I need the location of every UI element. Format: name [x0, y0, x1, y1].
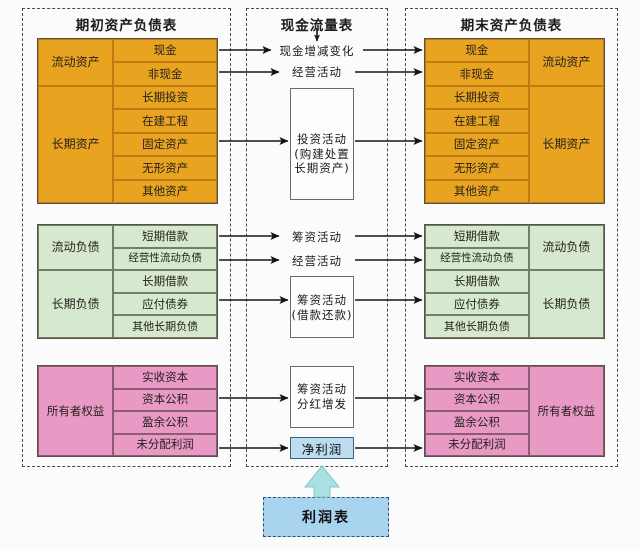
cashflow-financing-label-1: 筹资活动 — [292, 230, 342, 244]
panel-opening-balance-sheet — [22, 8, 231, 467]
opening-equity-item: 未分配利润 — [113, 433, 217, 456]
opening-asset-item: 其他资产 — [113, 179, 217, 203]
closing-equity-item: 盈余公积 — [425, 411, 529, 434]
closing-liability-item: 长期借款 — [425, 270, 529, 293]
closing-liabilities-table: 短期借款 经营性流动负债 长期借款 应付债券 其他长期负债 流动负债 长期负债 — [424, 224, 605, 339]
cashflow-financing-loan-line2: (借款还款) — [291, 308, 353, 322]
closing-asset-item: 其他资产 — [425, 179, 529, 203]
opening-asset-item: 非现金 — [113, 62, 217, 86]
closing-asset-item: 无形资产 — [425, 156, 529, 180]
opening-liability-item: 经营性流动负债 — [113, 247, 217, 271]
opening-equity-item: 实收资本 — [113, 366, 217, 389]
cashflow-financing-dividend-line2: 分红增发 — [297, 397, 347, 411]
closing-liability-item: 经营性流动负债 — [425, 247, 529, 271]
income-statement-box: 利润表 — [263, 497, 389, 537]
closing-assets-table: 现金 非现金 长期投资 在建工程 固定资产 无形资产 其他资产 流动资产 长期资… — [424, 38, 605, 204]
cashflow-investing-label-line3: 长期资产) — [294, 161, 350, 175]
opening-liabilities-table: 流动负债 长期负债 短期借款 经营性流动负债 长期借款 应付债券 其他长期负债 — [37, 224, 218, 339]
opening-liability-item: 应付债券 — [113, 292, 217, 316]
closing-liability-item: 其他长期负债 — [425, 315, 529, 338]
closing-equity-group: 所有者权益 — [528, 366, 604, 456]
opening-assets-group-longterm: 长期资产 — [38, 85, 114, 203]
closing-equity-table: 实收资本 资本公积 盈余公积 未分配利润 所有者权益 — [424, 365, 605, 457]
closing-liabilities-group-longterm: 长期负债 — [528, 270, 604, 338]
opening-liability-item: 短期借款 — [113, 225, 217, 248]
cashflow-net-profit-box: 净利润 — [290, 437, 354, 459]
closing-equity-item: 实收资本 — [425, 366, 529, 389]
cashflow-investing-label-line2: (购建处置 — [294, 147, 350, 161]
title-closing-balance-sheet: 期末资产负债表 — [460, 18, 563, 34]
cashflow-investing-label-line1: 投资活动 — [297, 132, 347, 146]
opening-liabilities-group-current: 流动负债 — [38, 225, 114, 271]
closing-asset-item: 非现金 — [425, 62, 529, 86]
opening-assets-table: 流动资产 长期资产 现金 非现金 长期投资 在建工程 固定资产 无形资产 其他资… — [37, 38, 218, 204]
opening-liability-item: 长期借款 — [113, 270, 217, 293]
cashflow-operating-label-2: 经营活动 — [292, 254, 342, 268]
cashflow-financing-loan-box — [290, 276, 354, 338]
closing-asset-item: 现金 — [425, 39, 529, 63]
opening-equity-table: 所有者权益 实收资本 资本公积 盈余公积 未分配利润 — [37, 365, 218, 457]
closing-equity-item: 未分配利润 — [425, 433, 529, 456]
cashflow-operating-label-1: 经营活动 — [292, 65, 342, 79]
panel-closing-balance-sheet — [405, 8, 618, 467]
opening-asset-item: 现金 — [113, 39, 217, 63]
opening-equity-item: 资本公积 — [113, 388, 217, 411]
title-cash-flow-statement: 现金流量表 — [280, 18, 354, 34]
opening-assets-group-current: 流动资产 — [38, 39, 114, 86]
cashflow-cash-change-label: 现金增减变化 — [279, 44, 355, 58]
arrow-income-statement-to-net-profit — [303, 465, 341, 498]
closing-asset-item: 在建工程 — [425, 109, 529, 133]
opening-asset-item: 无形资产 — [113, 156, 217, 180]
closing-assets-group-current: 流动资产 — [528, 39, 604, 86]
cashflow-financing-loan-line1: 筹资活动 — [297, 293, 347, 307]
closing-equity-item: 资本公积 — [425, 388, 529, 411]
closing-assets-group-longterm: 长期资产 — [528, 85, 604, 203]
cashflow-financing-dividend-line1: 筹资活动 — [297, 382, 347, 396]
cashflow-financing-dividend-box — [290, 366, 354, 428]
opening-liabilities-group-longterm: 长期负债 — [38, 270, 114, 338]
closing-asset-item: 固定资产 — [425, 132, 529, 157]
closing-liability-item: 应付债券 — [425, 292, 529, 316]
closing-liabilities-group-current: 流动负债 — [528, 225, 604, 271]
opening-equity-item: 盈余公积 — [113, 411, 217, 434]
opening-asset-item: 长期投资 — [113, 85, 217, 110]
opening-liability-item: 其他长期负债 — [113, 315, 217, 338]
opening-equity-group: 所有者权益 — [38, 366, 114, 456]
title-opening-balance-sheet: 期初资产负债表 — [75, 18, 178, 34]
opening-asset-item: 在建工程 — [113, 109, 217, 133]
closing-liability-item: 短期借款 — [425, 225, 529, 248]
closing-asset-item: 长期投资 — [425, 85, 529, 110]
opening-asset-item: 固定资产 — [113, 132, 217, 157]
cashflow-investing-box — [290, 88, 354, 200]
